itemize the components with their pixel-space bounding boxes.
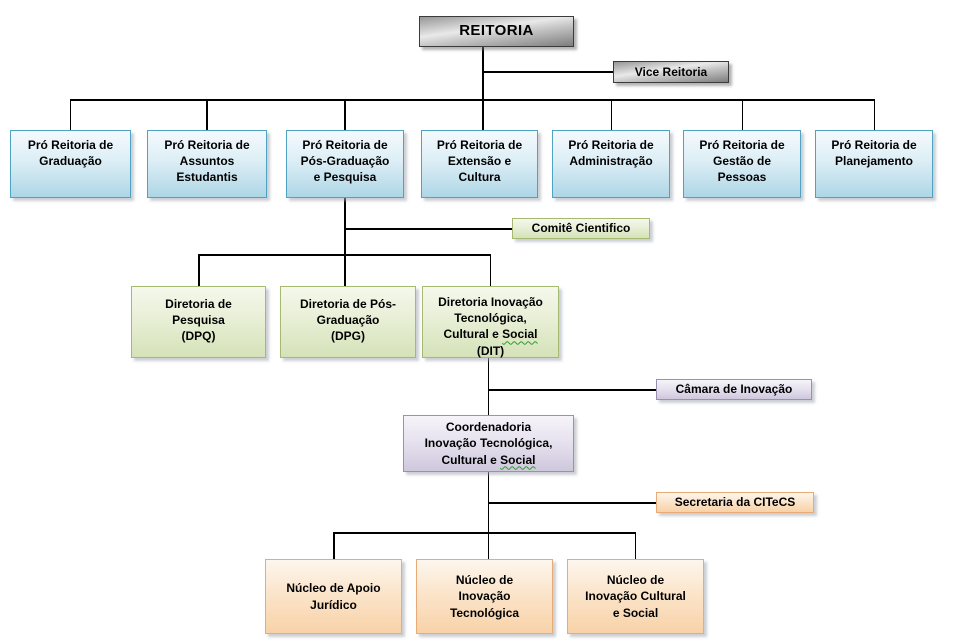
connector-line bbox=[344, 254, 346, 287]
connector-line bbox=[333, 532, 335, 560]
org-node-comite-cientifico: Comitê Cientifico bbox=[512, 218, 650, 239]
org-node-nucleo-inovacao-cultural-social: Núcleo de Inovação Cultural e Social bbox=[567, 559, 704, 634]
box-label: Pró Reitoria de Extensão e Cultura bbox=[436, 138, 523, 185]
connector-line bbox=[482, 99, 484, 130]
connector-line bbox=[482, 47, 484, 100]
label-text: Diretoria Inovação Tecnológica, Cultural… bbox=[438, 295, 543, 342]
box-label: Vice Reitoria bbox=[634, 64, 708, 79]
org-node-pro-reitoria-gestao-pessoas: Pró Reitoria de Gestão de Pessoas bbox=[683, 130, 801, 198]
connector-line bbox=[634, 532, 636, 560]
connector-line bbox=[487, 532, 489, 560]
org-node-pro-reitoria-planejamento: Pró Reitoria de Planejamento bbox=[815, 130, 933, 198]
box-label: Diretoria Inovação Tecnológica, Cultural… bbox=[423, 294, 558, 359]
box-label: Pró Reitoria de Administração bbox=[568, 138, 654, 169]
label-text: Coordenadoria Inovação Tecnológica, Cult… bbox=[424, 420, 553, 467]
org-node-pro-reitoria-graduacao: Pró Reitoria de Graduação bbox=[10, 130, 131, 198]
connector-line bbox=[198, 254, 200, 287]
connector-line bbox=[70, 99, 875, 101]
org-node-nucleo-apoio-juridico: Núcleo de Apoio Jurídico bbox=[265, 559, 402, 634]
connector-line bbox=[488, 389, 656, 391]
box-label: Pró Reitoria de Planejamento bbox=[831, 138, 917, 169]
box-label: Núcleo de Apoio Jurídico bbox=[286, 581, 381, 612]
box-label: Coordenadoria Inovação Tecnológica, Cult… bbox=[404, 419, 573, 468]
connector-line bbox=[487, 358, 489, 416]
connector-line bbox=[206, 99, 208, 130]
org-node-coordenadoria-citecs: Coordenadoria Inovação Tecnológica, Cult… bbox=[403, 415, 574, 472]
box-label: Pró Reitoria de Pós-Graduação e Pesquisa bbox=[300, 138, 390, 185]
box-label: Núcleo de Inovação Cultural e Social bbox=[585, 573, 686, 620]
org-node-diretoria-pesquisa-dpq: Diretoria de Pesquisa (DPQ) bbox=[131, 286, 266, 358]
org-node-pro-reitoria-assuntos-estudantis: Pró Reitoria de Assuntos Estudantis bbox=[147, 130, 267, 198]
org-node-nucleo-inovacao-tecnologica: Núcleo de Inovação Tecnológica bbox=[416, 559, 553, 634]
connector-line bbox=[344, 228, 512, 230]
org-node-pro-reitoria-pos-graduacao-pesquisa: Pró Reitoria de Pós-Graduação e Pesquisa bbox=[286, 130, 404, 198]
connector-line bbox=[741, 99, 743, 130]
box-label: Núcleo de Inovação Tecnológica bbox=[449, 573, 520, 620]
box-label: Diretoria de Pós- Graduação (DPG) bbox=[299, 297, 397, 344]
org-node-diretoria-pos-graduacao-dpg: Diretoria de Pós- Graduação (DPG) bbox=[280, 286, 416, 358]
box-label: REITORIA bbox=[459, 22, 534, 40]
org-node-reitoria: REITORIA bbox=[419, 16, 574, 47]
box-label: Pró Reitoria de Gestão de Pessoas bbox=[699, 138, 785, 185]
connector-line bbox=[344, 198, 346, 255]
connector-line bbox=[489, 254, 491, 287]
org-node-secretaria-da-citecs: Secretaria da CITeCS bbox=[656, 492, 814, 513]
box-label: Pró Reitoria de Graduação bbox=[27, 138, 114, 169]
org-node-vice-reitoria: Vice Reitoria bbox=[613, 61, 729, 83]
box-label: Câmara de Inovação bbox=[675, 382, 793, 397]
org-node-pro-reitoria-extensao-cultura: Pró Reitoria de Extensão e Cultura bbox=[421, 130, 538, 198]
box-label: Pró Reitoria de Assuntos Estudantis bbox=[164, 138, 250, 185]
connector-line bbox=[873, 99, 875, 130]
connector-line bbox=[610, 99, 612, 130]
org-node-diretoria-inovacao-dit: Diretoria Inovação Tecnológica, Cultural… bbox=[422, 286, 559, 358]
connector-line bbox=[344, 99, 346, 130]
org-node-pro-reitoria-administracao: Pró Reitoria de Administração bbox=[552, 130, 670, 198]
box-label: Secretaria da CITeCS bbox=[674, 495, 796, 510]
label-text: (DIT) bbox=[476, 343, 505, 358]
misspelled-word-social: Social bbox=[502, 327, 538, 342]
connector-line bbox=[333, 532, 636, 534]
box-label: Comitê Cientifico bbox=[531, 221, 631, 236]
org-node-camara-de-inovacao: Câmara de Inovação bbox=[656, 379, 812, 400]
connector-line bbox=[482, 71, 613, 73]
box-label: Diretoria de Pesquisa (DPQ) bbox=[165, 297, 232, 344]
connector-line bbox=[69, 99, 71, 130]
connector-line bbox=[488, 502, 656, 504]
misspelled-word-social: Social bbox=[500, 452, 536, 467]
